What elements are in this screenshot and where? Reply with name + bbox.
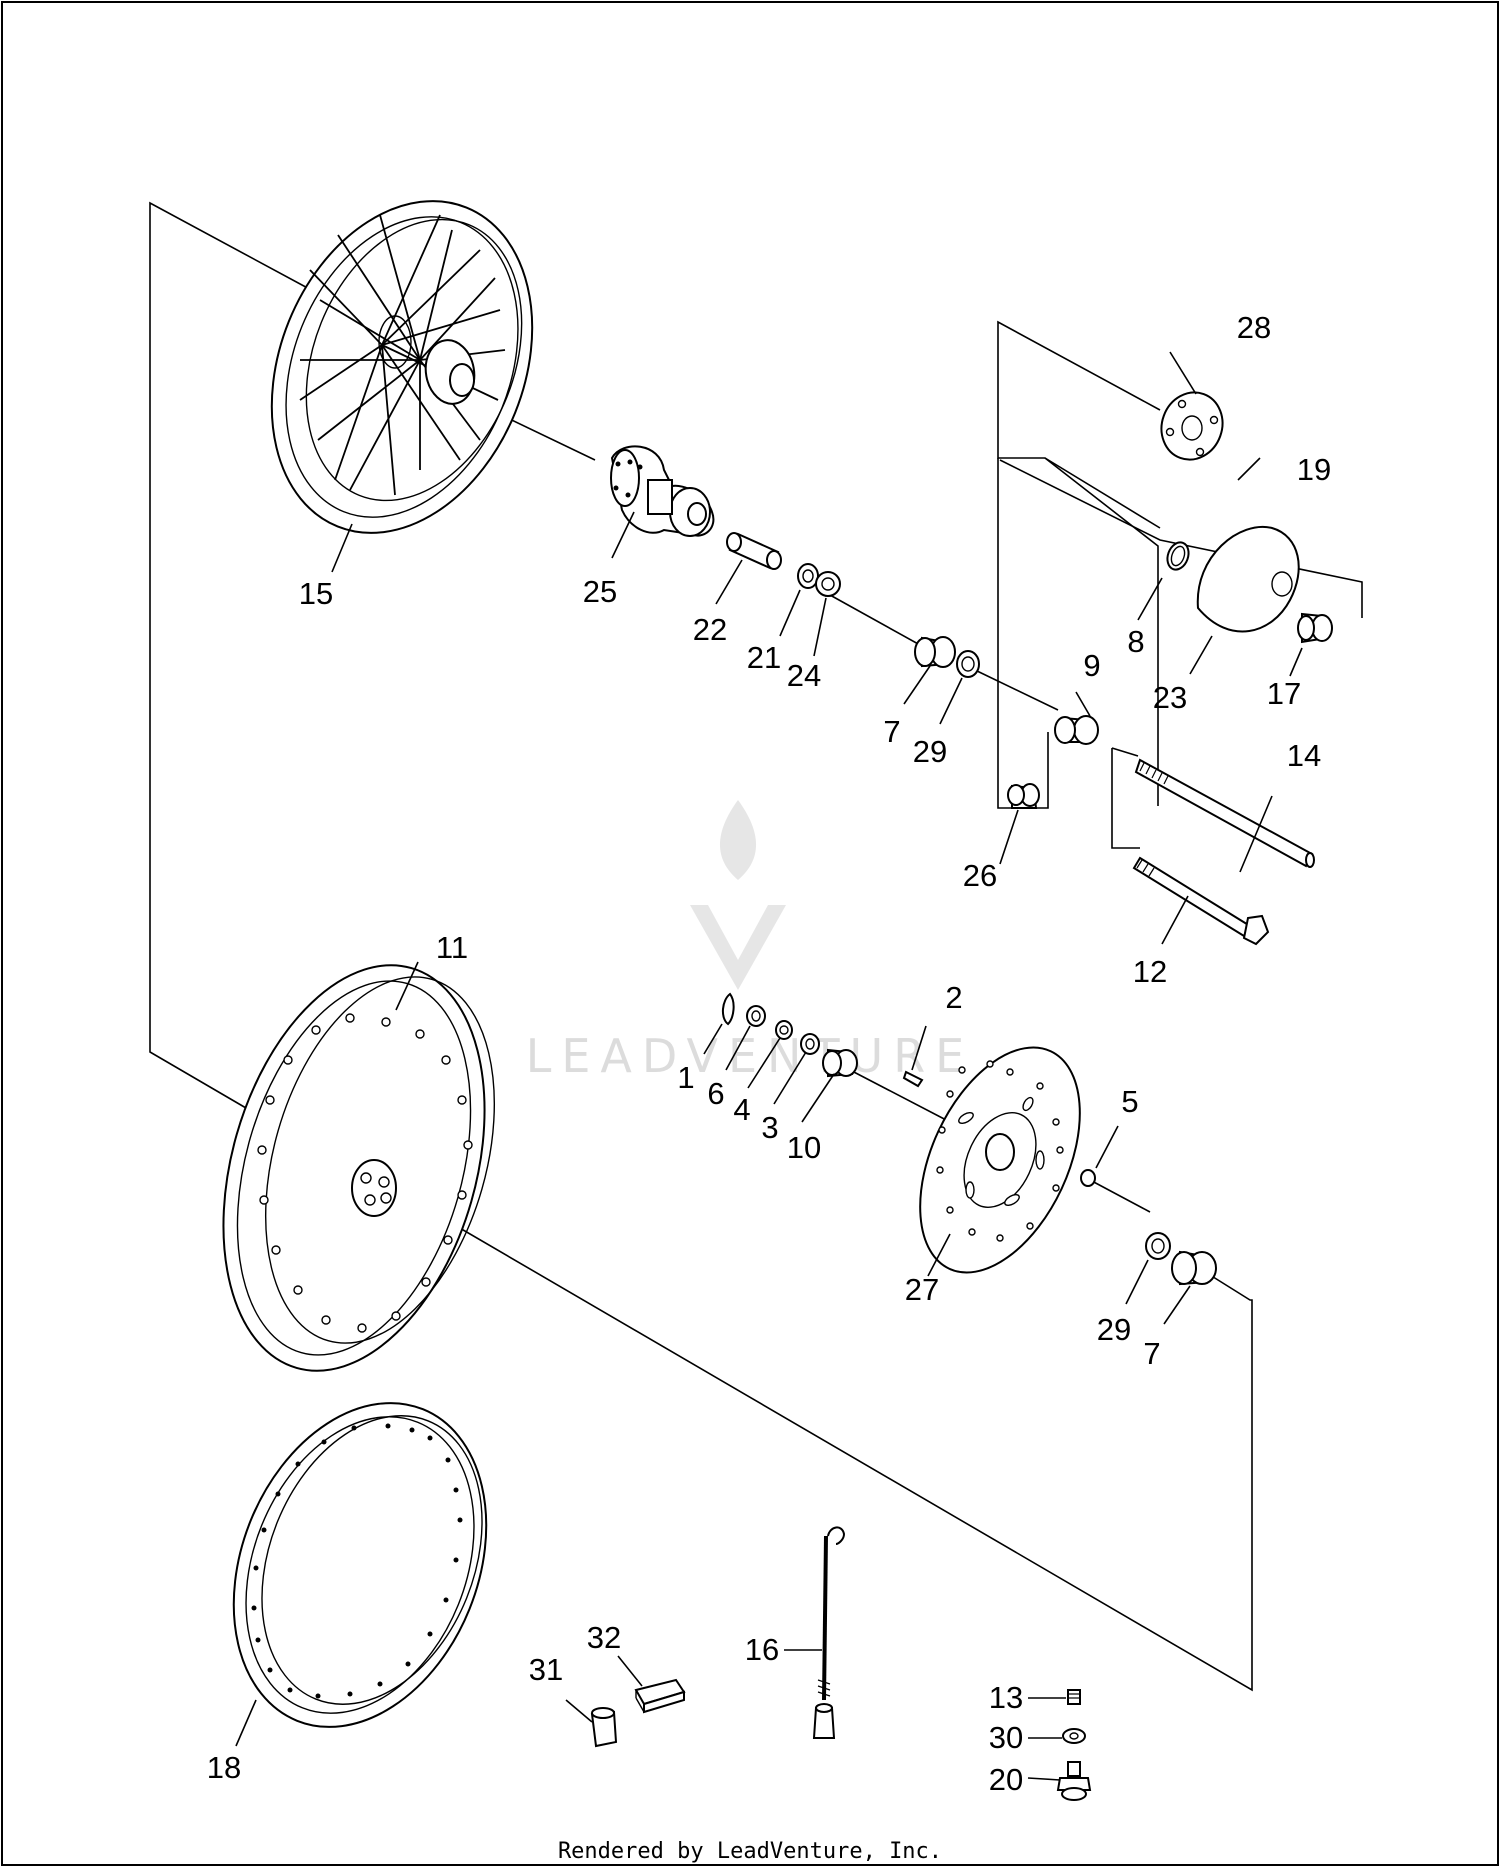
- axle: [1134, 758, 1315, 868]
- washer-4: [775, 1020, 793, 1040]
- callout-32: 32: [587, 1620, 621, 1655]
- callout-10: 10: [787, 1130, 821, 1165]
- callout-6: 6: [707, 1076, 724, 1111]
- callout-19: 19: [1297, 452, 1331, 487]
- wheel-hub: [610, 445, 715, 537]
- mounting-plate: [1160, 391, 1224, 461]
- leader-lines: [235, 351, 1303, 1781]
- callout-3: 3: [761, 1110, 778, 1145]
- spoked-wheel: [270, 200, 534, 534]
- hub-cap: [1196, 525, 1300, 633]
- snap-ring: [1166, 541, 1190, 571]
- callout-7-lower: 7: [1143, 1336, 1160, 1371]
- callout-25: 25: [583, 574, 617, 609]
- footer-credit: Rendered by LeadVenture, Inc.: [558, 1839, 942, 1864]
- nut-6: [746, 1005, 766, 1027]
- callout-14: 14: [1287, 738, 1321, 773]
- callout-11: 11: [436, 930, 468, 965]
- callout-2: 2: [945, 980, 962, 1015]
- spacer-7-lower: [1171, 1250, 1217, 1286]
- balance-weight: [634, 1678, 686, 1714]
- rim: [232, 1402, 488, 1728]
- callout-4: 4: [733, 1092, 750, 1127]
- callout-1: 1: [677, 1060, 694, 1095]
- cotter-pin: [722, 992, 735, 1026]
- callout-31: 31: [529, 1652, 563, 1687]
- callout-29-lower: 29: [1097, 1312, 1131, 1347]
- callout-24: 24: [787, 658, 821, 693]
- spacer-7-upper: [914, 636, 956, 668]
- screw-2: [902, 1070, 924, 1088]
- callout-15: 15: [299, 576, 333, 611]
- callout-8: 8: [1127, 624, 1144, 659]
- spacer-9: [1054, 715, 1099, 745]
- seal-29-lower: [1145, 1232, 1171, 1260]
- callout-9: 9: [1083, 648, 1100, 683]
- callout-29-upper: 29: [913, 734, 947, 769]
- callout-20: 20: [989, 1762, 1023, 1797]
- bolt: [1132, 856, 1270, 946]
- callout-27: 27: [905, 1272, 939, 1307]
- callout-labels: 1 2 3 4 5 6 7 7 8 9 10 11 12 13 14 15 16…: [207, 310, 1331, 1797]
- callout-18: 18: [207, 1750, 241, 1785]
- watermark-logo: LEADVENTURE: [526, 800, 975, 1083]
- sleeve: [590, 1707, 618, 1748]
- callout-21: 21: [747, 640, 781, 675]
- callout-30: 30: [989, 1720, 1023, 1755]
- callout-23: 23: [1153, 680, 1187, 715]
- callout-7-upper: 7: [883, 714, 900, 749]
- axle-nut: [1297, 612, 1333, 644]
- watermark-text: LEADVENTURE: [526, 1029, 975, 1083]
- callout-5: 5: [1121, 1084, 1138, 1119]
- callout-17: 17: [1267, 676, 1301, 711]
- bearing-24: [815, 571, 841, 597]
- washer-3: [800, 1033, 820, 1055]
- spacer-10: [822, 1048, 858, 1078]
- bushing-26: [1007, 783, 1040, 809]
- valve-stem: [1056, 1761, 1092, 1801]
- seal-29-upper: [956, 650, 980, 678]
- cast-wheel: [222, 964, 496, 1372]
- spoke: [812, 1526, 846, 1739]
- valve-nut: [1062, 1728, 1086, 1744]
- callout-22: 22: [693, 612, 727, 647]
- callout-26: 26: [963, 858, 997, 893]
- valve-cap: [1067, 1689, 1081, 1705]
- callout-28: 28: [1237, 310, 1271, 345]
- spacer-tube: [726, 532, 782, 570]
- nut-5: [1080, 1169, 1096, 1187]
- callout-12: 12: [1133, 954, 1167, 989]
- callout-13: 13: [989, 1680, 1023, 1715]
- callout-16: 16: [745, 1632, 779, 1667]
- bearing-21: [797, 563, 819, 589]
- brake-rotor: [919, 1046, 1081, 1274]
